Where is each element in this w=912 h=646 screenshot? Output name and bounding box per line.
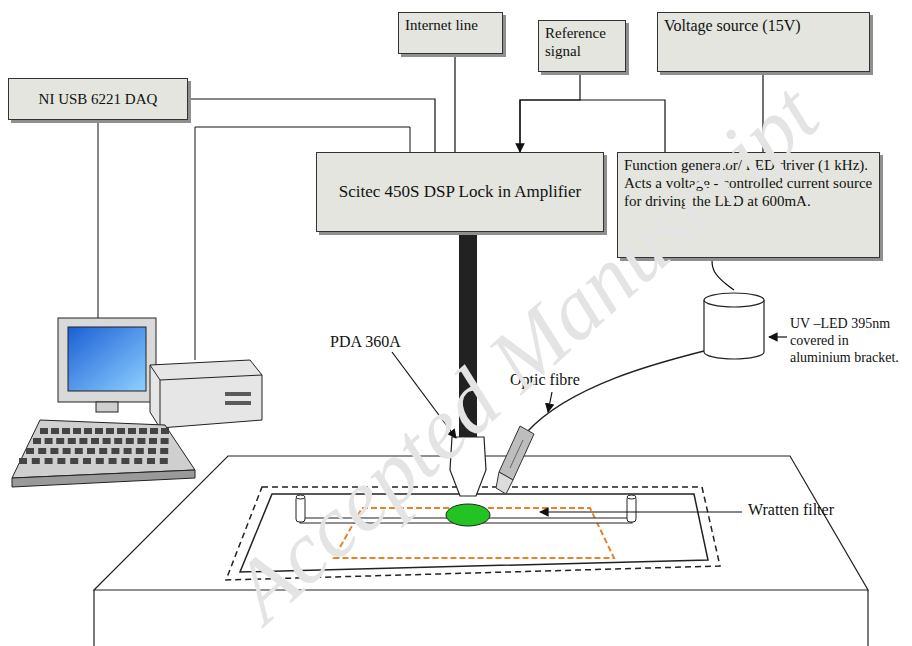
fibre-probe: [496, 426, 534, 494]
key: [160, 448, 168, 454]
key: [148, 448, 156, 454]
part-label: Optic fibre: [510, 370, 580, 389]
key: [103, 438, 111, 444]
key: [95, 428, 103, 434]
key: [68, 438, 76, 444]
key: [106, 428, 114, 434]
connector: [762, 72, 763, 152]
internet-box: Internet line: [398, 12, 503, 54]
key: [56, 438, 64, 444]
fibre-leader: [548, 392, 552, 412]
key: [111, 448, 119, 454]
key: [26, 448, 34, 454]
key: [19, 458, 27, 464]
key: [40, 428, 48, 434]
key: [73, 428, 81, 434]
key: [79, 438, 87, 444]
key: [128, 428, 136, 434]
key: [139, 428, 147, 434]
lockin-box: Scitec 450S DSP Lock in Amplifier: [316, 152, 604, 232]
box-text: Function generator/ LED driver (1 kHz). …: [624, 156, 873, 210]
key: [117, 428, 125, 434]
key: [63, 448, 71, 454]
led-label: UV –LED 395nm covered in aluminium brack…: [790, 316, 908, 366]
key: [91, 438, 99, 444]
connector: [712, 258, 734, 290]
key: [51, 428, 59, 434]
key: [70, 458, 78, 464]
connector: [520, 72, 580, 152]
part-label: PDA 360A: [330, 332, 401, 351]
key: [45, 458, 53, 464]
key: [87, 448, 95, 454]
key: [161, 428, 169, 434]
box-text: Reference signal: [545, 24, 619, 60]
key: [84, 428, 92, 434]
key: [32, 458, 40, 464]
box-text: Internet line: [405, 16, 496, 34]
key: [57, 458, 65, 464]
key: [136, 448, 144, 454]
led-driver-box: Function generator/ LED driver (1 kHz). …: [617, 152, 880, 258]
box-text: Scitec 450S DSP Lock in Amplifier: [339, 182, 582, 202]
key: [33, 438, 41, 444]
key: [137, 438, 145, 444]
uv-led: UV –LED 395nm covered in aluminium brack…: [703, 292, 765, 360]
key: [147, 458, 155, 464]
led-bracket: [703, 292, 765, 360]
connector: [188, 99, 435, 152]
key: [45, 438, 53, 444]
key: [161, 438, 169, 444]
key: [149, 438, 157, 444]
part-label: Wratten filter: [748, 500, 834, 519]
filter-leader: [540, 511, 742, 512]
key: [62, 428, 70, 434]
box-text: Voltage source (15V): [664, 16, 863, 35]
key: [50, 448, 58, 454]
voltage-source-box: Voltage source (15V): [657, 12, 870, 72]
key: [150, 428, 158, 434]
pda-leader: [392, 352, 456, 438]
key: [75, 448, 83, 454]
key: [160, 458, 168, 464]
key: [109, 458, 117, 464]
photodetector: [450, 233, 486, 496]
sample-tray: [226, 487, 720, 580]
key: [38, 448, 46, 454]
key: [124, 448, 132, 454]
key: [83, 458, 91, 464]
daq-box: NI USB 6221 DAQ: [8, 78, 188, 120]
key: [96, 458, 104, 464]
box-text: NI USB 6221 DAQ: [39, 90, 158, 108]
key: [114, 438, 122, 444]
key: [121, 458, 129, 464]
connector: [454, 54, 455, 152]
key: [126, 438, 134, 444]
key: [134, 458, 142, 464]
sample-spot: [446, 504, 490, 526]
reference-box: Reference signal: [538, 20, 626, 72]
optic-fibre: [527, 350, 708, 432]
led-leader: [769, 336, 787, 337]
connector: [520, 100, 665, 152]
key: [99, 448, 107, 454]
